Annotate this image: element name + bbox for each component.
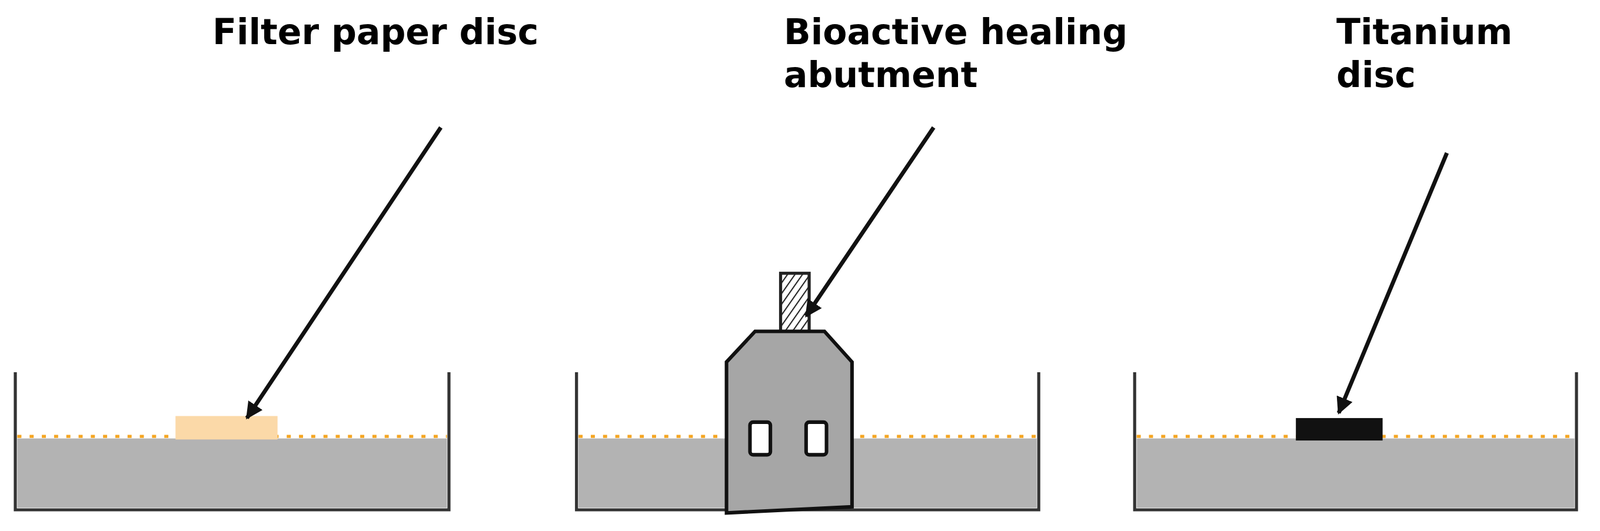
well bbox=[1134, 372, 1577, 511]
part-label: Filter paper disc bbox=[212, 10, 542, 54]
part-label: Titanium disc bbox=[1336, 10, 1584, 97]
part-label: Bioactive healing abutment bbox=[783, 10, 1267, 97]
leader-arrow bbox=[247, 127, 441, 419]
healing-abutment bbox=[726, 273, 853, 514]
well bbox=[15, 372, 449, 511]
leader-arrow bbox=[1338, 152, 1448, 414]
well bbox=[576, 273, 1040, 514]
leader-arrow bbox=[806, 127, 934, 317]
